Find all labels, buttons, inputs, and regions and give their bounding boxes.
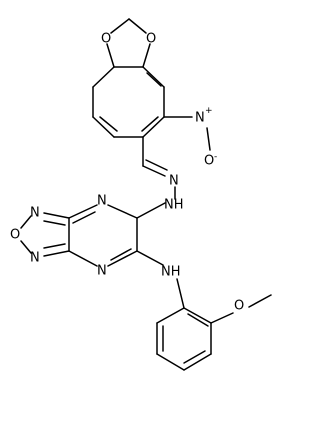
bond-ring-a4 [142, 116, 165, 138]
atom-n-hydrazone: N [169, 174, 179, 189]
bond-ph-6 [156, 307, 185, 324]
bond-ph-1 [183, 307, 212, 324]
bond-fz-n-c3 [43, 250, 70, 257]
atom-nh-hydrazone: NH [164, 198, 184, 213]
bond-o-left-ring [106, 43, 115, 68]
bond-pz-n2-c4 [107, 250, 138, 267]
bond-ph-1-double [187, 313, 209, 327]
bond-ph-4 [156, 353, 185, 371]
atom-n-nitro: N [195, 111, 205, 126]
bond-fz-n-o [20, 215, 32, 229]
bond-ch-n-double [145, 159, 168, 171]
bond-ring-a6 [92, 116, 115, 138]
atom-n-pyrazine-top: N [97, 194, 107, 209]
atom-o-nitro-charge: - [214, 152, 217, 162]
bond-pz-n2-c4-double [110, 248, 132, 261]
atom-o-dioxole-top: O [146, 32, 156, 47]
nitro-group [163, 116, 211, 151]
bond-ring-a6-double [99, 116, 118, 132]
bond-ring-a4-double [141, 116, 159, 132]
bond-dioxole-ch2-o-left [110, 18, 130, 34]
bond-fz-o-n [20, 240, 32, 254]
bond-pz-c3-n2 [68, 250, 98, 267]
bond-ph-o [210, 312, 234, 324]
benzodioxole-group [92, 18, 165, 138]
bond-pz-c1-n1 [107, 204, 138, 219]
atom-o-methoxy: O [234, 299, 244, 314]
bond-ring-a8 [92, 66, 115, 88]
furazanopyrazine-core [20, 204, 164, 267]
bond-nh-phenyl [176, 278, 185, 309]
bond-ph-3-double [183, 350, 206, 364]
bond-ph-3 [183, 353, 212, 371]
bond-o-ch3 [248, 294, 272, 308]
atom-n-pyrazine-bottom: N [97, 264, 107, 279]
bond-pz-n1-c2-double [72, 211, 96, 224]
bond-ring-a2 [142, 66, 165, 88]
bond-nitro-o [206, 127, 211, 151]
atom-o-dioxole-left: O [101, 32, 111, 47]
atom-n-furazan-top: N [30, 206, 40, 221]
bond-fz-c2-n [43, 212, 70, 219]
hydrazone-linker [136, 136, 176, 219]
bond-o-top-ring [142, 43, 151, 68]
chemical-structure-diagram: O O N + O - N NH N N O N N NH O [10, 18, 272, 371]
atom-o-furazan: O [10, 228, 20, 243]
bond-dioxole-ch2-o-top [128, 18, 147, 34]
atom-n-furazan-bottom: N [30, 251, 40, 266]
atom-nh-anilino: NH [161, 265, 181, 280]
bond-fz-n-c3-double [43, 243, 66, 249]
bond-pyrazine-nh [136, 250, 164, 266]
bond-nh-pyrazine [136, 202, 166, 219]
bond-ring-a2-double [146, 72, 162, 87]
atom-o-nitro: O [204, 154, 214, 169]
bond-pz-n1-c2 [68, 204, 98, 219]
bond-fz-c2-n-double [43, 220, 66, 226]
methoxyphenyl-group [156, 278, 272, 371]
bond-ch-n [142, 165, 166, 177]
atom-n-nitro-charge: + [205, 106, 213, 116]
